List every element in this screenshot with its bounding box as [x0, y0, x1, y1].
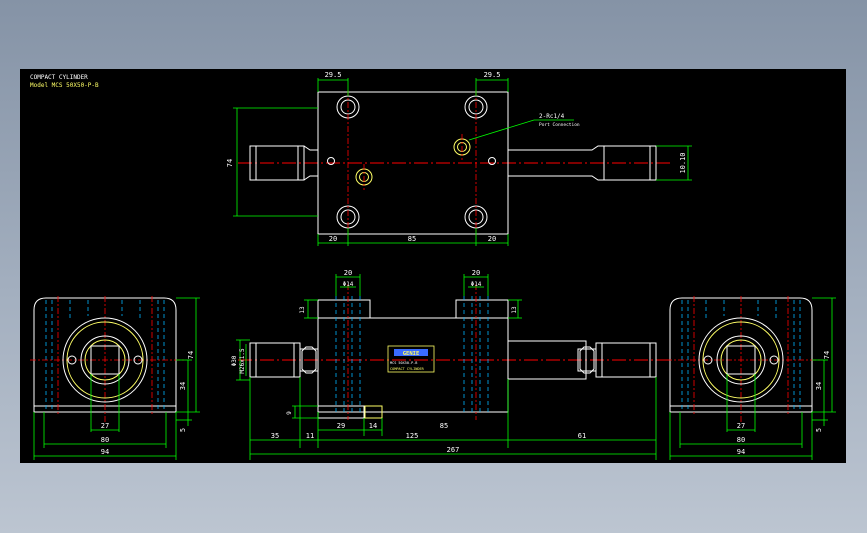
- dim-phi14b: Φ14: [471, 281, 482, 288]
- dim-bot-mid: 85: [408, 235, 416, 243]
- dim-right-34: 34: [815, 382, 823, 390]
- nameplate-logo-bg: [394, 349, 428, 356]
- dim-right-27: 27: [737, 422, 745, 430]
- dim-top-right: 29.5: [484, 71, 501, 79]
- port-note-2: Port Connection: [539, 122, 580, 128]
- right-side-view: 74 34 5 27 80 94: [666, 296, 836, 460]
- nameplate-line-2: COMPACT CYLINDER: [390, 367, 425, 371]
- dim-left-74: 74: [187, 351, 195, 359]
- dim-13a: 13: [299, 306, 306, 314]
- dim-85: 85: [440, 422, 448, 430]
- dim-right-5: 5: [815, 428, 823, 432]
- dim-35: 35: [271, 432, 279, 440]
- dim-phi30: Φ30: [231, 355, 238, 366]
- dim-m26: M26x1.5: [239, 348, 246, 374]
- dim-left-34: 34: [179, 382, 187, 390]
- dim-left-27: 27: [101, 422, 109, 430]
- port-note: 2-Rc1/4: [539, 113, 565, 120]
- dim-front-20a: 20: [344, 269, 352, 277]
- dim-top-left: 29.5: [325, 71, 342, 79]
- dim-61: 61: [578, 432, 586, 440]
- top-view: 29.5 29.5 2-Rc1/4 Port Connection 74 10.…: [226, 71, 692, 246]
- front-view: GENIE MCS 50X50-P-B COMPACT CYLINDER: [231, 269, 672, 460]
- dim-13b: 13: [511, 306, 518, 314]
- dim-phi14a: Φ14: [343, 281, 354, 288]
- dim-left-80: 80: [101, 436, 109, 444]
- cad-drawing-area: COMPACT CYLINDER Model MCS 50X50-P-B: [20, 69, 846, 463]
- dim-left-5: 5: [179, 428, 187, 432]
- nameplate-line-1: MCS 50X50-P-B: [390, 361, 417, 365]
- dim-125: 125: [406, 432, 419, 440]
- dim-height-left: 74: [226, 159, 234, 167]
- dim-left-94: 94: [101, 448, 109, 456]
- dim-267: 267: [447, 446, 460, 454]
- dim-11: 11: [306, 432, 314, 440]
- dim-29: 29: [337, 422, 345, 430]
- top-body-outline: [317, 91, 509, 235]
- left-side-view: 74 34 5 27 80 94: [30, 296, 200, 460]
- dim-front-20b: 20: [472, 269, 480, 277]
- dim-9: 9: [286, 411, 293, 415]
- dim-right-94: 94: [737, 448, 745, 456]
- dim-rod-right: 10.10: [679, 152, 687, 173]
- dim-right-80: 80: [737, 436, 745, 444]
- dim-right-74: 74: [823, 351, 831, 359]
- dim-bot-right: 20: [488, 235, 496, 243]
- dim-14: 14: [369, 422, 377, 430]
- bottom-key: [364, 405, 383, 419]
- nameplate: [387, 345, 435, 373]
- cad-drawing: COMPACT CYLINDER Model MCS 50X50-P-B: [30, 71, 836, 460]
- title-line-2: Model MCS 50X50-P-B: [30, 82, 99, 89]
- dim-bot-left: 20: [329, 235, 337, 243]
- title-line-1: COMPACT CYLINDER: [30, 74, 88, 81]
- nameplate-brand: GENIE: [403, 351, 420, 357]
